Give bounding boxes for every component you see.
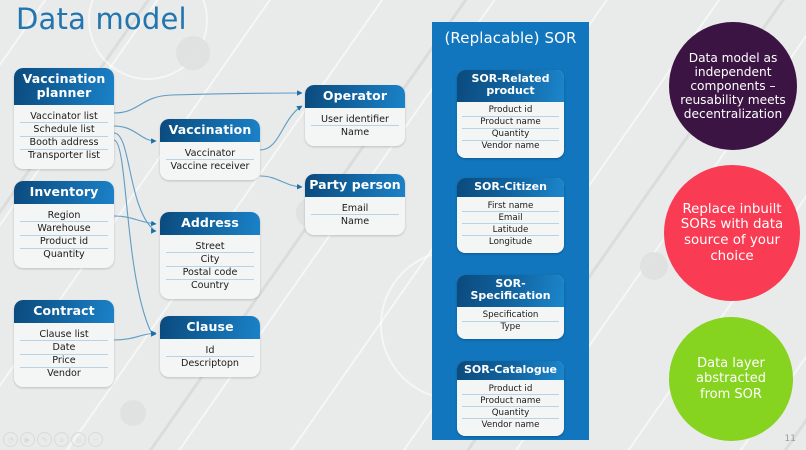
entity-field: Street: [166, 240, 254, 254]
entity-field: Transporter list: [27, 150, 100, 162]
sor-card-field: Vendor name: [481, 419, 540, 430]
entity-title: Contract: [14, 300, 114, 323]
entity-title: Vaccination planner: [14, 68, 114, 105]
entity-field: User identifier: [311, 113, 399, 127]
background-dot: [120, 400, 146, 426]
sor-card-title: SOR-Citizen: [457, 178, 564, 198]
target-icon: ◎: [71, 432, 86, 447]
background-dot: [176, 36, 210, 70]
entity-field: Date: [20, 341, 108, 355]
callout-bubble-2: Replace inbuilt SORs with data source of…: [664, 165, 800, 301]
background-dot: [640, 252, 668, 280]
entity-field: Price: [20, 355, 108, 368]
sor-card-title: SOR-Specification: [457, 275, 564, 307]
entity-field: Vaccine receiver: [170, 160, 250, 172]
sor-card-field: Product id: [462, 383, 559, 396]
sor-card-field: Quantity: [462, 407, 559, 420]
entity-field: Booth address: [20, 137, 108, 150]
sor-card-field: Quantity: [462, 129, 559, 141]
entity-field: City: [166, 253, 254, 267]
entity-title: Address: [160, 212, 260, 235]
entity-field: Quantity: [43, 249, 85, 261]
entity-field: Name: [340, 215, 370, 227]
sor-card-field: Type: [500, 321, 521, 332]
entity-field: Warehouse: [20, 222, 108, 236]
entity-field: Product id: [20, 236, 108, 249]
page-number: 11: [784, 434, 796, 444]
callout-bubble-1: Data model as independent components – r…: [669, 22, 797, 150]
entity-title: Party person: [305, 174, 405, 197]
entity-field: Clause list: [20, 328, 108, 342]
sor-card-title: SOR-Related product: [457, 70, 564, 102]
sor-card-field: Specification: [462, 310, 559, 322]
entity-field: Country: [190, 280, 230, 292]
callout-bubble-3: Data layer abstracted from SOR: [669, 317, 793, 441]
entity-field: Vaccinator list: [20, 110, 108, 124]
entity-title: Operator: [305, 85, 405, 108]
sor-card-field: Latitude: [462, 224, 559, 237]
entity-field: Region: [20, 209, 108, 223]
sor-card-field: Email: [462, 212, 559, 225]
entity-field: Vendor: [47, 368, 81, 380]
sor-panel-title: (Replacable) SOR: [444, 29, 577, 47]
entity-title: Vaccination: [160, 119, 260, 142]
entity-field: Id: [166, 344, 254, 358]
sor-card-field: Product name: [462, 395, 559, 408]
entity-field: Schedule list: [20, 123, 108, 137]
entity-field: Email: [311, 202, 399, 216]
entity-title: Inventory: [14, 181, 114, 204]
entity-title: Clause: [160, 316, 260, 339]
sor-card-field: Vendor name: [481, 141, 540, 152]
entity-field: Name: [340, 126, 370, 138]
sor-card-field: Product id: [462, 105, 559, 117]
sor-card-field: First name: [462, 200, 559, 213]
sor-card-field: Longitude: [488, 236, 533, 247]
play-icon: ▶: [20, 432, 35, 447]
footer-icon-row: ◔ ▶ ✎ ⌂ ◎ −: [3, 432, 103, 447]
page-title: Data model: [16, 2, 187, 36]
sor-card-field: Product name: [462, 117, 559, 129]
entity-field: Vaccinator: [166, 147, 254, 161]
building-icon: ⌂: [54, 432, 69, 447]
sor-card-title: SOR-Catalogue: [457, 361, 564, 381]
minus-icon: −: [88, 432, 103, 447]
clock-icon: ◔: [3, 432, 18, 447]
entity-field: Descriptopn: [180, 357, 240, 369]
entity-field: Postal code: [166, 267, 254, 280]
pencil-icon: ✎: [37, 432, 52, 447]
